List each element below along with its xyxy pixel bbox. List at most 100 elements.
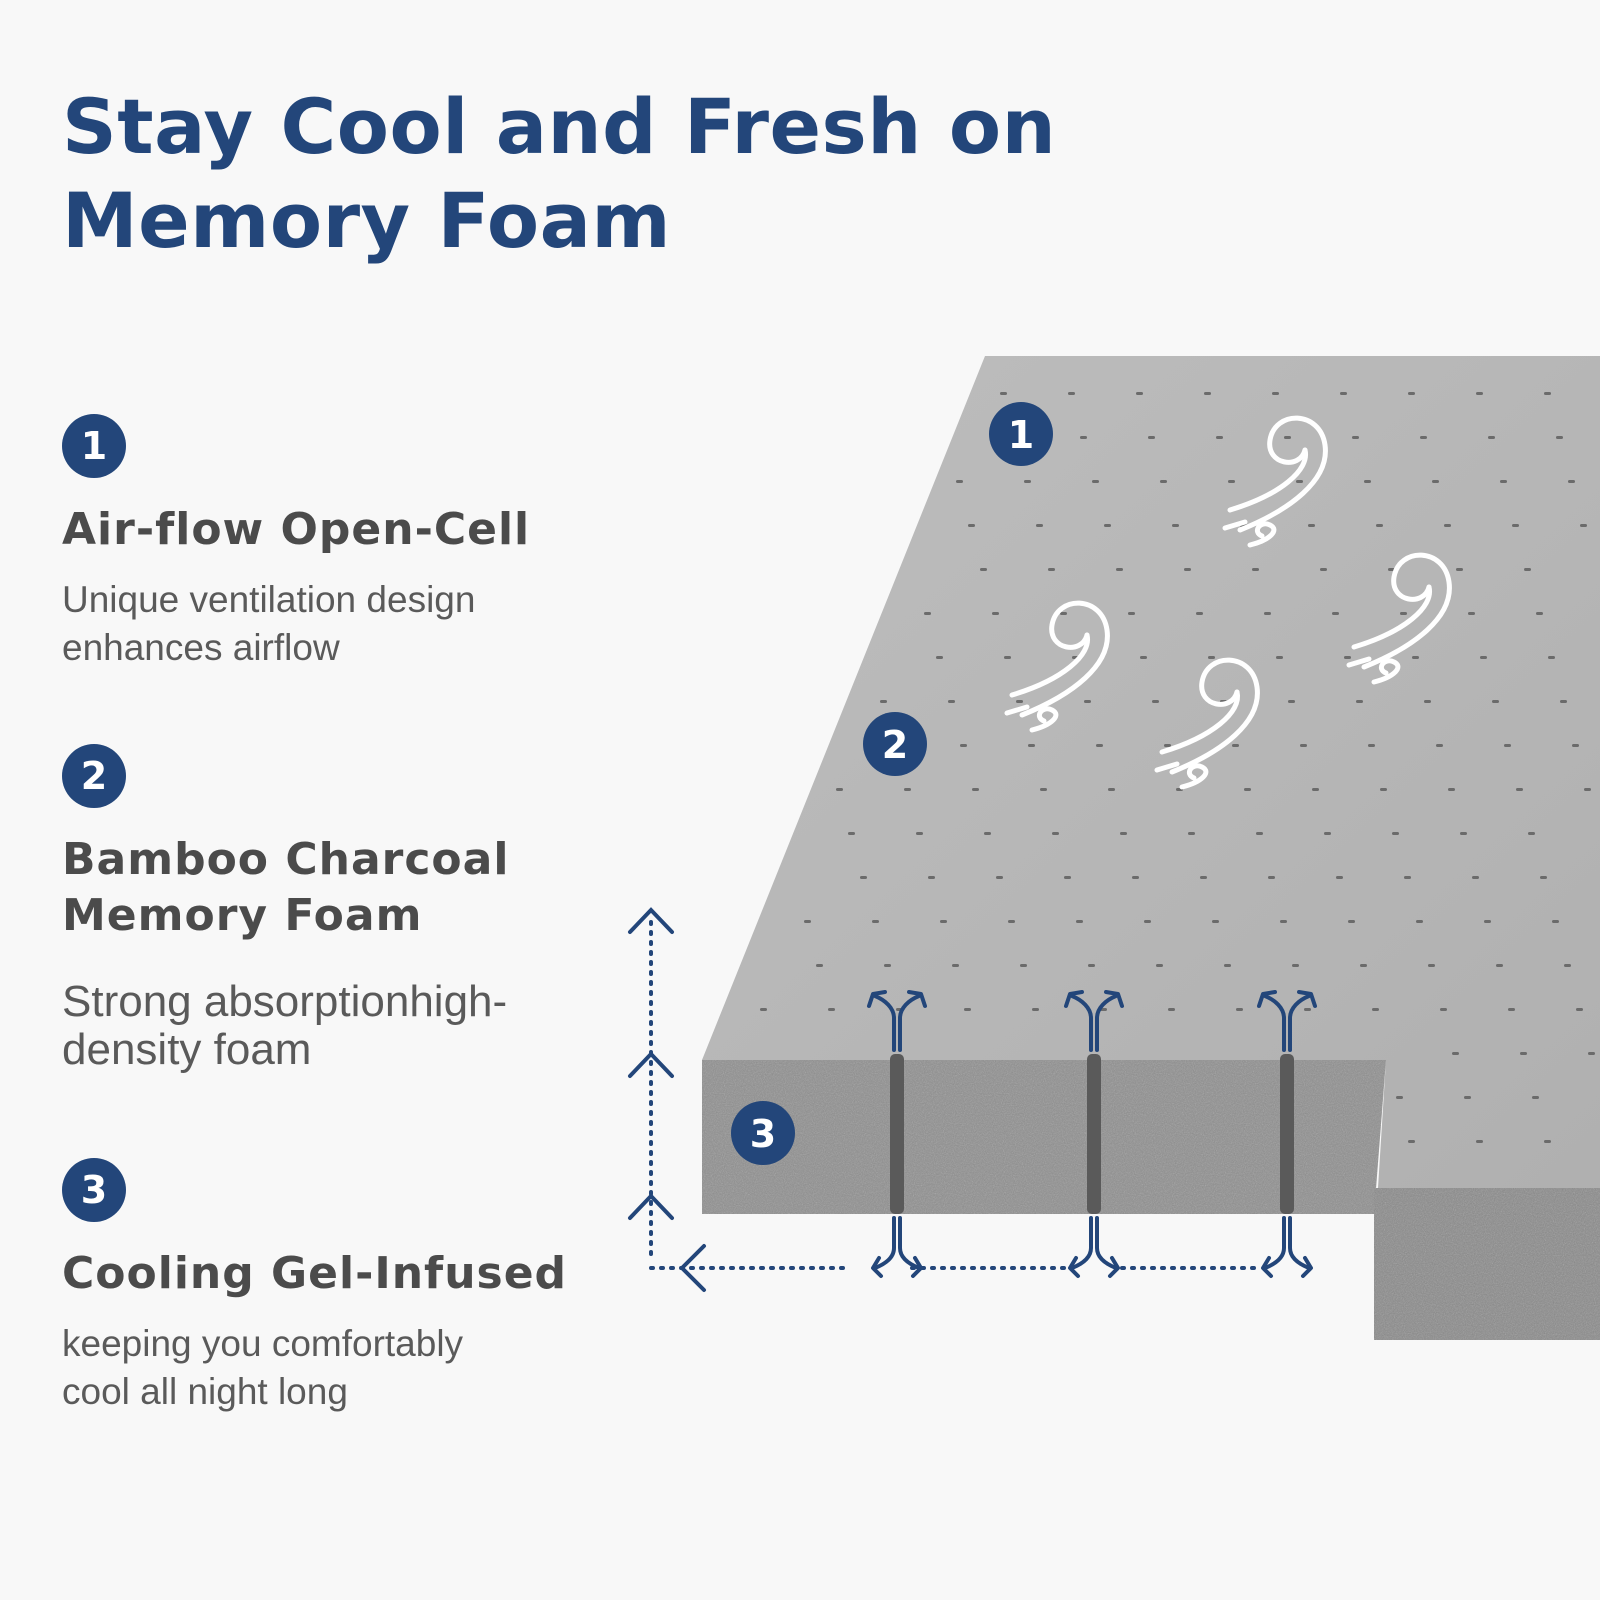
- perforation-hole: [1576, 1008, 1583, 1011]
- perforation-hole: [1268, 876, 1275, 879]
- page-title: Stay Cool and Fresh on Memory Foam: [62, 80, 1162, 268]
- perforation-hole: [968, 524, 975, 527]
- foam-lower-slab: [1374, 1188, 1600, 1340]
- perforation-hole: [1512, 524, 1519, 527]
- perforation-hole: [1464, 1096, 1471, 1099]
- perforation-hole: [1356, 700, 1363, 703]
- perforation-hole: [1428, 964, 1435, 967]
- perforation-hole: [1324, 832, 1331, 835]
- feature-description: Unique ventilation design enhances airfl…: [62, 576, 582, 672]
- diagram-badge-number: 2: [882, 723, 908, 767]
- perforation-hole: [1380, 788, 1387, 791]
- perforation-hole: [960, 744, 967, 747]
- feature-number-badge: 2: [62, 744, 126, 808]
- perforation-hole: [1504, 744, 1511, 747]
- perforation-hole: [1540, 876, 1547, 879]
- perforation-hole: [1096, 744, 1103, 747]
- feature-number-badge: 1: [62, 414, 126, 478]
- perforation-hole: [860, 876, 867, 879]
- feature-title: Bamboo Charcoal Memory Foam: [62, 832, 582, 944]
- perforation-hole: [1184, 568, 1191, 571]
- perforation-hole: [1084, 700, 1091, 703]
- perforation-hole: [836, 788, 843, 791]
- feature-description-line: Unique ventilation design: [62, 579, 476, 620]
- perforation-hole: [1204, 392, 1211, 395]
- perforation-hole: [1216, 436, 1223, 439]
- perforation-hole: [992, 612, 999, 615]
- perforation-hole: [1352, 436, 1359, 439]
- perforation-hole: [1088, 964, 1095, 967]
- perforation-hole: [1332, 612, 1339, 615]
- perforation-hole: [1396, 1096, 1403, 1099]
- perforation-hole: [1224, 964, 1231, 967]
- perforation-hole: [936, 656, 943, 659]
- perforation-hole: [1528, 832, 1535, 835]
- perforation-hole: [1132, 876, 1139, 879]
- diagram-badge-2: 2: [863, 712, 927, 776]
- perforation-hole: [828, 1008, 835, 1011]
- perforation-hole: [1444, 524, 1451, 527]
- perforation-hole: [928, 876, 935, 879]
- perforation-hole: [1052, 832, 1059, 835]
- perforation-hole: [1188, 832, 1195, 835]
- perforation-hole: [1412, 656, 1419, 659]
- perforation-hole: [996, 876, 1003, 879]
- perforation-hole: [1460, 832, 1467, 835]
- perforation-hole: [1212, 920, 1219, 923]
- perforation-hole: [916, 832, 923, 835]
- perforation-hole: [1416, 920, 1423, 923]
- feature-title: Air-flow Open-Cell: [62, 502, 582, 558]
- perforation-hole: [1440, 1008, 1447, 1011]
- perforation-hole: [1532, 1096, 1539, 1099]
- perforation-hole: [1040, 788, 1047, 791]
- perforation-hole: [1560, 700, 1567, 703]
- feature-description: Strong absorptionhigh- density foam: [62, 978, 582, 1074]
- perforation-hole: [1364, 480, 1371, 483]
- perforation-hole: [1104, 524, 1111, 527]
- perforation-hole: [1568, 480, 1575, 483]
- perforation-hole: [1564, 964, 1571, 967]
- diagram-badge-1: 1: [989, 402, 1053, 466]
- perforation-hole: [1168, 1008, 1175, 1011]
- perforation-hole: [1420, 436, 1427, 439]
- feature-title-line: Memory Foam: [62, 890, 423, 941]
- perforation-hole: [884, 964, 891, 967]
- perforation-hole: [1108, 788, 1115, 791]
- perforation-hole: [1500, 480, 1507, 483]
- perforation-hole: [1228, 480, 1235, 483]
- perforation-hole: [1436, 744, 1443, 747]
- perforation-hole: [1152, 700, 1159, 703]
- perforation-hole: [1068, 392, 1075, 395]
- perforation-hole: [872, 920, 879, 923]
- perforation-hole: [1092, 480, 1099, 483]
- perforation-hole: [1276, 656, 1283, 659]
- perforation-hole: [1160, 480, 1167, 483]
- perforation-hole: [1572, 744, 1579, 747]
- perforation-hole: [880, 700, 887, 703]
- perforation-hole: [1020, 964, 1027, 967]
- dotted-flow-arrow-icon: [628, 907, 1260, 1292]
- perforation-hole: [1148, 436, 1155, 439]
- perforation-hole: [1320, 568, 1327, 571]
- perforation-hole: [1544, 1140, 1551, 1143]
- feature-title-line: Cooling Gel-Infused: [62, 1248, 568, 1299]
- perforation-hole: [1452, 1052, 1459, 1055]
- perforation-hole: [1496, 964, 1503, 967]
- perforation-hole: [1336, 876, 1343, 879]
- perforation-hole: [1036, 524, 1043, 527]
- perforation-hole: [1472, 876, 1479, 879]
- perforation-hole: [1256, 832, 1263, 835]
- perforation-hole: [1300, 744, 1307, 747]
- perforation-hole: [1064, 876, 1071, 879]
- perforation-hole: [1004, 656, 1011, 659]
- perforation-hole: [1280, 920, 1287, 923]
- perforation-hole: [904, 788, 911, 791]
- perforation-hole: [1140, 656, 1147, 659]
- perforation-hole: [1404, 876, 1411, 879]
- perforation-hole: [848, 832, 855, 835]
- feature-description-line: keeping you comfortably: [62, 1323, 464, 1364]
- perforation-hole: [1048, 568, 1055, 571]
- perforation-hole: [1120, 832, 1127, 835]
- perforation-hole: [1448, 788, 1455, 791]
